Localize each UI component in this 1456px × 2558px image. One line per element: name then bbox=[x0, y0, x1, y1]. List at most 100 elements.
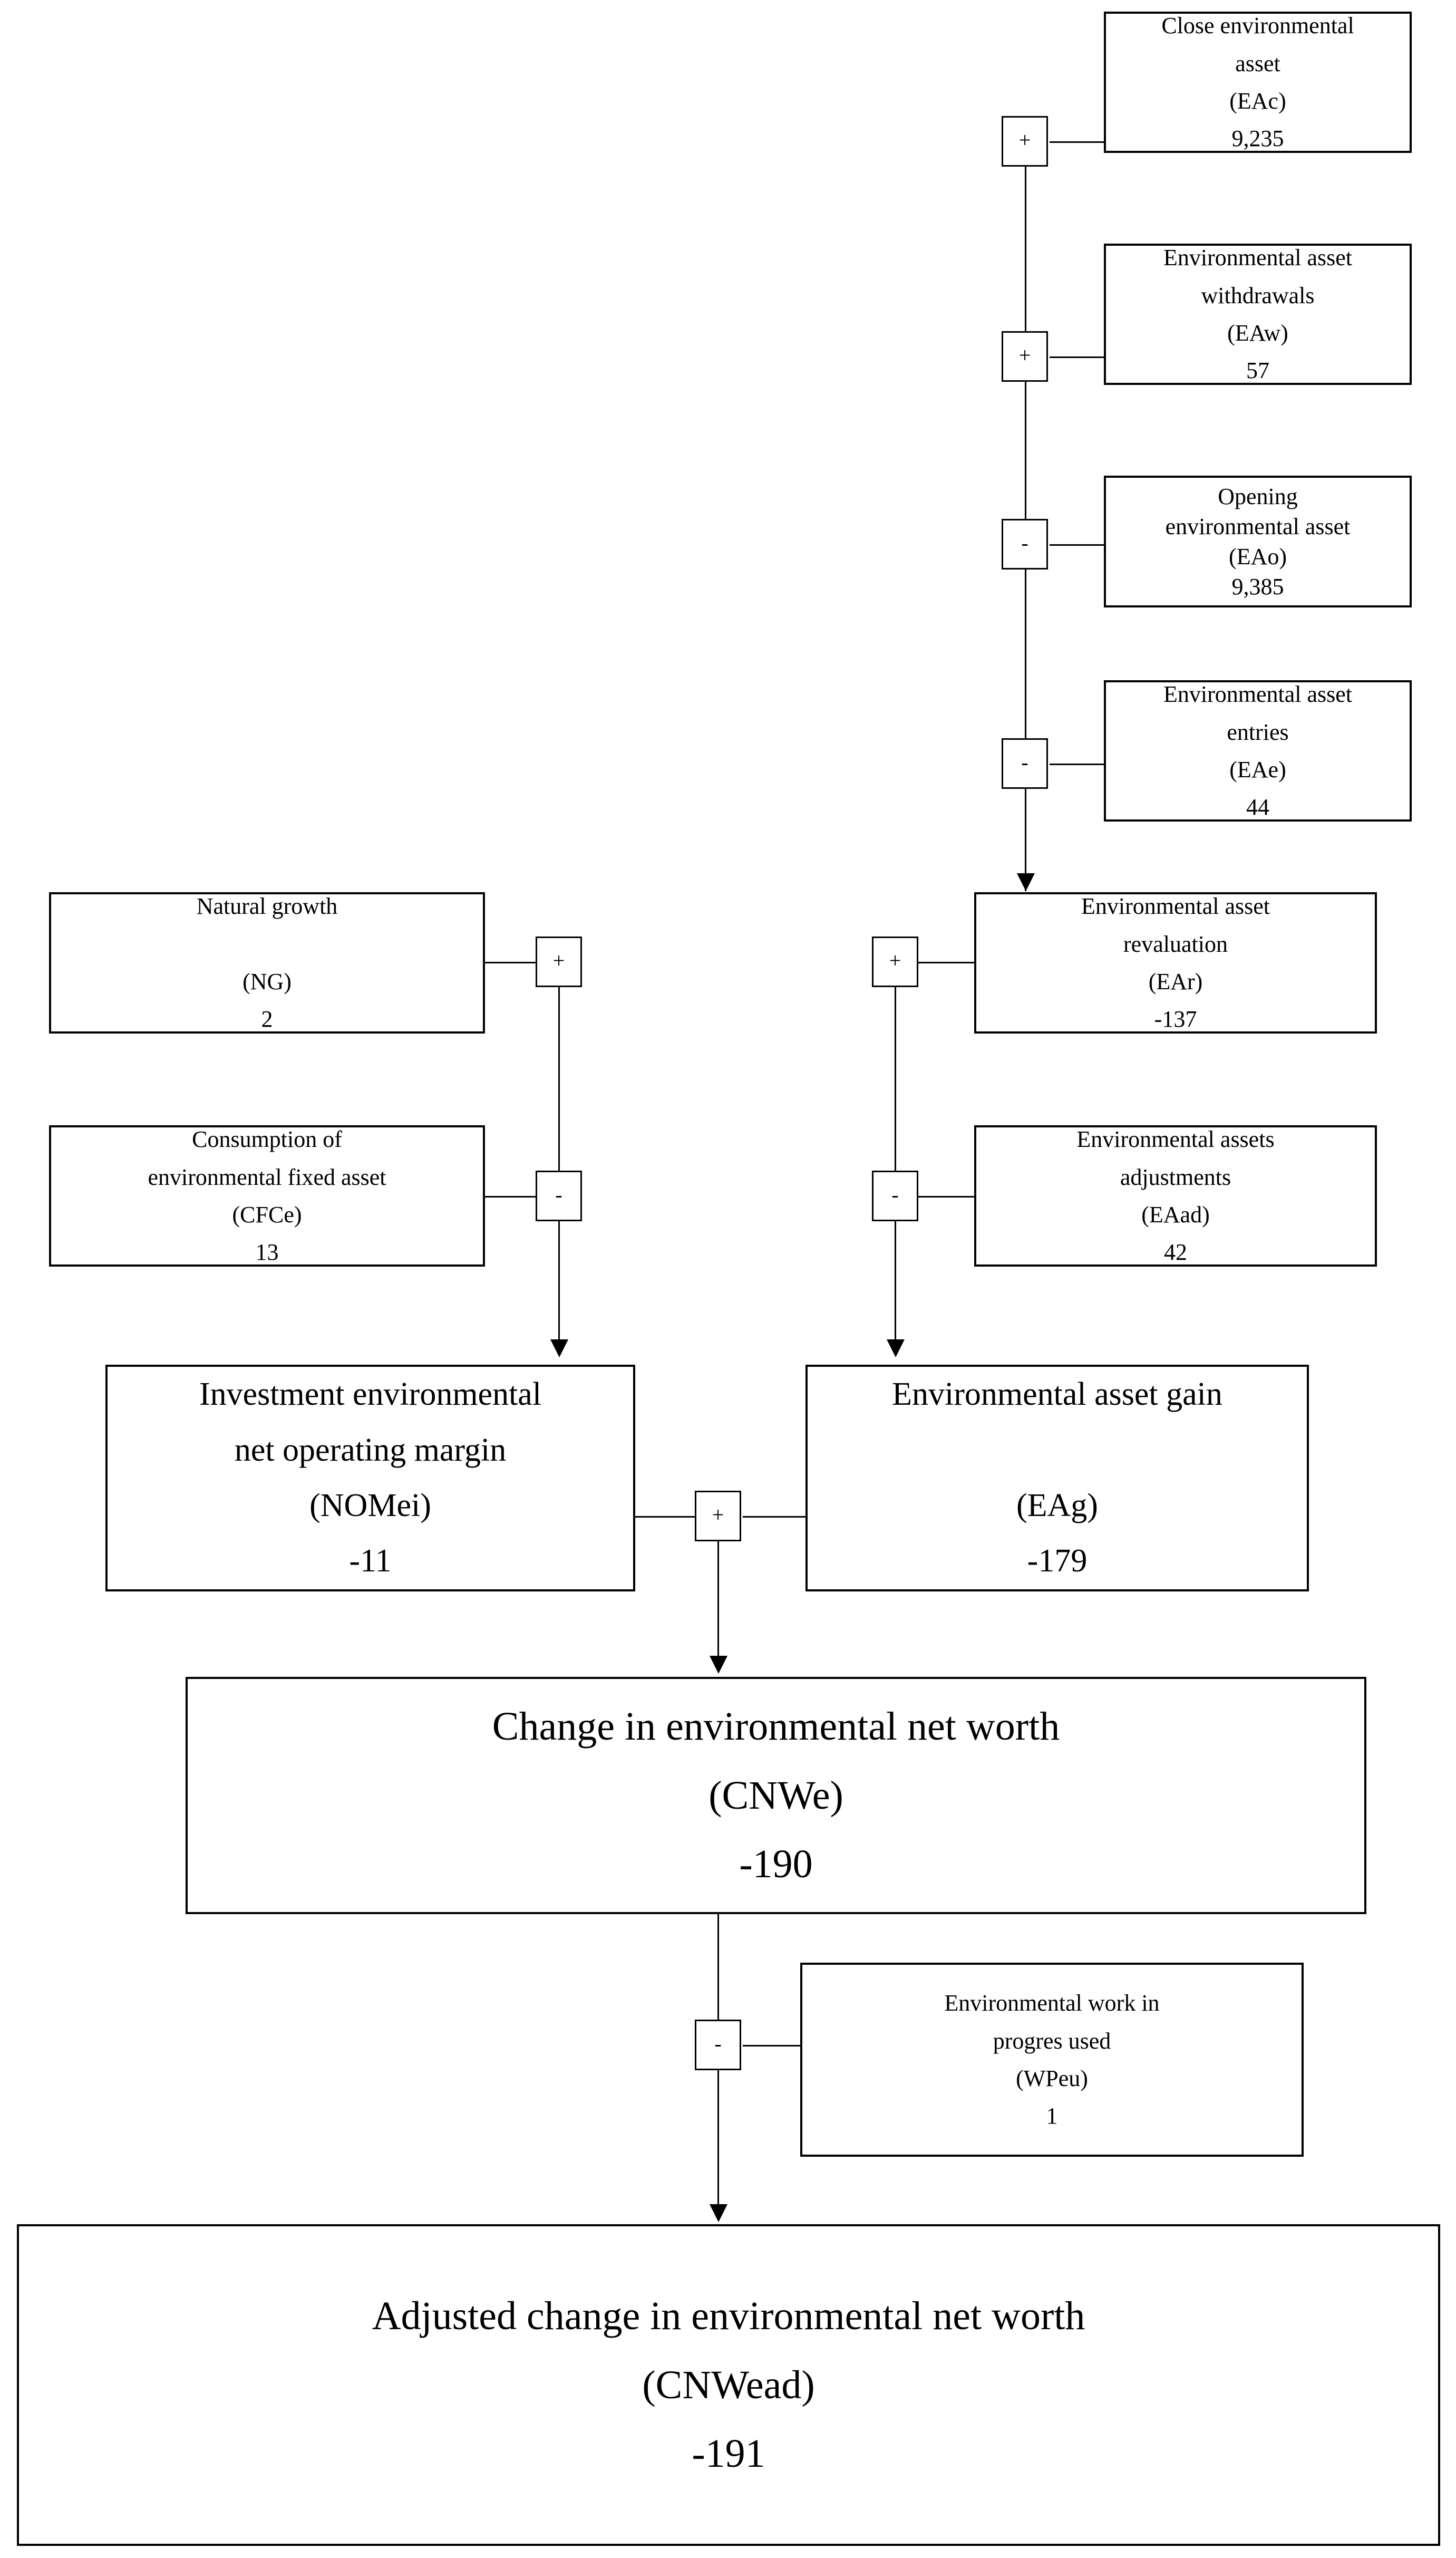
node-line: (WPeu) bbox=[1016, 2065, 1088, 2091]
node-line: (EAr) bbox=[1148, 969, 1203, 995]
operator-plus-ear: + bbox=[872, 937, 918, 987]
arrowhead-to-eag bbox=[887, 1339, 905, 1357]
node-line: Environmental work in bbox=[944, 1990, 1160, 2016]
node-value: 42 bbox=[1164, 1239, 1187, 1266]
node-line: environmental fixed asset bbox=[148, 1164, 386, 1190]
node-value: -179 bbox=[1027, 1543, 1088, 1579]
node-investment-environmental-net-operating-margin: Investment environmental net operating m… bbox=[105, 1365, 635, 1591]
node-value: 13 bbox=[255, 1239, 279, 1266]
connector-op-to-eac bbox=[1050, 141, 1105, 143]
node-line: Opening bbox=[1218, 483, 1298, 509]
node-line: (NOMei) bbox=[309, 1488, 431, 1523]
node-line: asset bbox=[1235, 50, 1280, 76]
arrowhead-to-cnwead bbox=[710, 2204, 727, 2222]
node-line: Adjusted change in environmental net wor… bbox=[372, 2293, 1085, 2338]
connector-op-to-ear bbox=[918, 962, 976, 963]
connector-op-to-eae bbox=[1050, 764, 1105, 765]
connector-cnwe-to-op-wpeu bbox=[717, 1914, 719, 2020]
node-line: Investment environmental bbox=[199, 1376, 542, 1413]
operator-symbol: - bbox=[891, 1183, 899, 1206]
arrowhead-to-nomei bbox=[550, 1339, 568, 1357]
operator-minus-eaad: - bbox=[872, 1171, 918, 1221]
node-line: Environmental asset bbox=[1163, 245, 1352, 271]
operator-minus-wpeu: - bbox=[695, 2020, 741, 2070]
node-change-in-environmental-net-worth: Change in environmental net worth (CNWe)… bbox=[186, 1677, 1366, 1914]
node-value: 57 bbox=[1246, 358, 1269, 384]
node-line: (CFCe) bbox=[232, 1202, 302, 1228]
node-spacer bbox=[1053, 1423, 1062, 1478]
connector-sum-to-eag bbox=[743, 1516, 805, 1518]
operator-plus-eac: + bbox=[1002, 116, 1048, 167]
node-opening-environmental-asset: Opening environmental asset (EAo) 9,385 bbox=[1104, 476, 1412, 607]
node-environmental-assets-adjustments: Environmental assets adjustments (EAad) … bbox=[974, 1125, 1377, 1267]
operator-symbol: - bbox=[1021, 531, 1028, 555]
connector-right-mid-to-eag bbox=[895, 1221, 896, 1341]
node-adjusted-change-in-environmental-net-worth: Adjusted change in environmental net wor… bbox=[17, 2224, 1440, 2546]
node-line: (CNWead) bbox=[642, 2362, 815, 2407]
node-line: withdrawals bbox=[1201, 282, 1315, 308]
operator-minus-eao: - bbox=[1002, 519, 1048, 569]
connector-op-to-eaad bbox=[918, 1196, 976, 1198]
node-value: -190 bbox=[739, 1842, 813, 1887]
node-line: Natural growth bbox=[196, 893, 338, 920]
connector-nomei-to-sum bbox=[635, 1516, 696, 1518]
node-environmental-asset-withdrawals: Environmental asset withdrawals (EAw) 57 bbox=[1104, 244, 1412, 385]
operator-minus-eae: - bbox=[1002, 738, 1048, 789]
operator-plus-eaw: + bbox=[1002, 331, 1048, 382]
node-value: -11 bbox=[349, 1543, 392, 1579]
operator-symbol: - bbox=[555, 1183, 562, 1206]
operator-symbol: + bbox=[1018, 343, 1031, 367]
node-environmental-asset-gain: Environmental asset gain (EAg) -179 bbox=[805, 1365, 1309, 1591]
node-value: 9,235 bbox=[1231, 126, 1284, 152]
node-value: -137 bbox=[1154, 1006, 1197, 1032]
node-line: (CNWe) bbox=[708, 1773, 843, 1818]
operator-plus-sum: + bbox=[695, 1491, 741, 1541]
node-line: Environmental asset bbox=[1081, 893, 1270, 920]
node-line: environmental asset bbox=[1165, 513, 1351, 539]
operator-symbol: - bbox=[714, 2032, 722, 2055]
connector-sum-to-cnwe bbox=[717, 1541, 719, 1657]
connector-ng-to-op bbox=[485, 962, 539, 963]
operator-symbol: + bbox=[712, 1503, 724, 1527]
connector-cfce-to-op bbox=[485, 1196, 539, 1198]
node-line: net operating margin bbox=[234, 1432, 507, 1468]
operator-symbol: + bbox=[1018, 128, 1031, 152]
node-value: 9,385 bbox=[1231, 574, 1284, 600]
node-line: Close environmental bbox=[1161, 13, 1354, 39]
connector-right-mid-spine bbox=[895, 987, 896, 1171]
node-value: 44 bbox=[1246, 794, 1269, 821]
connector-left-mid-to-nomei bbox=[558, 1221, 560, 1341]
node-line: (EAc) bbox=[1229, 88, 1286, 114]
connector-op-to-wpeu bbox=[743, 2045, 802, 2047]
node-value: -191 bbox=[692, 2431, 765, 2476]
operator-symbol: - bbox=[1021, 750, 1028, 774]
node-line: Consumption of bbox=[192, 1126, 342, 1153]
node-line: Environmental asset gain bbox=[892, 1376, 1222, 1413]
operator-minus-cfce: - bbox=[536, 1171, 582, 1221]
node-line: (EAg) bbox=[1016, 1488, 1098, 1523]
connector-op-to-eaw bbox=[1050, 356, 1105, 358]
connector-op-to-eao bbox=[1050, 544, 1105, 546]
node-line: (EAe) bbox=[1229, 757, 1286, 783]
operator-plus-ng: + bbox=[536, 937, 582, 987]
node-environmental-asset-revaluation: Environmental asset revaluation (EAr) -1… bbox=[974, 892, 1377, 1034]
node-line: progres used bbox=[993, 2028, 1111, 2054]
node-close-environmental-asset: Close environmental asset (EAc) 9,235 bbox=[1104, 12, 1412, 153]
node-line: adjustments bbox=[1120, 1164, 1231, 1190]
node-consumption-of-environmental-fixed-asset: Consumption of environmental fixed asset… bbox=[49, 1125, 485, 1267]
node-line: revaluation bbox=[1123, 931, 1228, 957]
node-environmental-work-in-progres-used: Environmental work in progres used (WPeu… bbox=[800, 1963, 1304, 2157]
operator-symbol: + bbox=[552, 949, 565, 972]
node-line: (EAo) bbox=[1229, 544, 1287, 569]
arrowhead-to-cnwe bbox=[710, 1656, 727, 1674]
node-line: (NG) bbox=[242, 969, 292, 995]
node-line: (EAad) bbox=[1141, 1202, 1210, 1228]
connector-left-mid-spine bbox=[558, 987, 560, 1171]
node-line: Change in environmental net worth bbox=[492, 1704, 1060, 1749]
connector-spine-right bbox=[1025, 142, 1026, 891]
node-spacer bbox=[264, 925, 270, 963]
node-line: (EAw) bbox=[1227, 320, 1288, 346]
node-value: 1 bbox=[1046, 2103, 1058, 2129]
connector-op-wpeu-to-cnwead bbox=[717, 2070, 719, 2206]
